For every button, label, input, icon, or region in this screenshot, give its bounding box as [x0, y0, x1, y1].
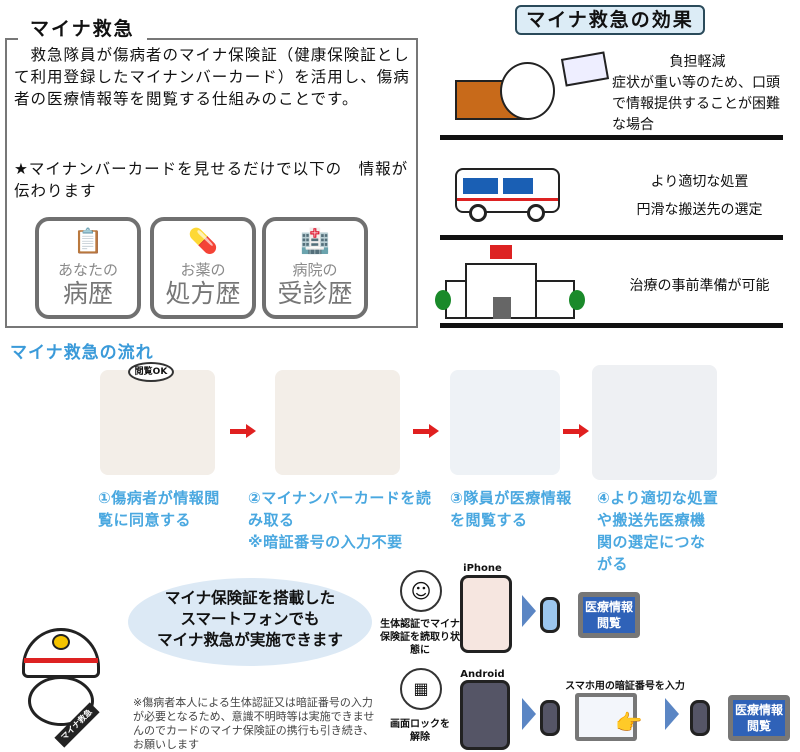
pin-entry-tablet: 👉 [575, 693, 642, 741]
mascot-illustration: マイナ救急 [12, 628, 112, 752]
step4-illustration [592, 365, 717, 480]
message-line: スマートフォンでも [180, 610, 320, 628]
consent-bubble: 閲覧OK [128, 362, 174, 382]
divider [440, 235, 783, 240]
arrow-icon [563, 424, 591, 438]
iphone-label: iPhone [463, 563, 502, 574]
effect-text-1: 症状が重い等のため、口頭で情報提供することが困難な場合 [612, 75, 780, 133]
effect-text-2: 円滑な搬送先の選定 [636, 202, 763, 218]
arrow-icon [230, 424, 258, 438]
step2-illustration [275, 370, 400, 475]
medical-info-screen: 医療情報閲覧 [728, 695, 790, 741]
smartphone-note: ※傷病者本人による生体認証又は暗証番号の入力が必要となるため、意識不明時等は実施… [133, 696, 375, 751]
card-medical-history: 📋 あなたの 病歴 [35, 217, 141, 319]
phone-on-reader [690, 700, 710, 736]
effects-title: マイナ救急の効果 [515, 5, 705, 35]
card-small-label: 病院の [292, 261, 338, 279]
card-large-label: 処方歴 [165, 279, 241, 308]
step3-illustration [450, 370, 560, 475]
step-1-caption: ①傷病者が情報閲覧に同意する [98, 489, 220, 529]
divider [440, 135, 783, 140]
message-line: マイナ保険証を搭載した [164, 589, 336, 607]
android-label: Android [460, 669, 505, 680]
patient-illustration [455, 50, 610, 130]
clipboard-icon: 📋 [73, 227, 103, 255]
card-prescription-history: 💊 お薬の 処方歴 [150, 217, 256, 319]
ambulance-illustration [455, 160, 565, 225]
card-large-label: 病歴 [62, 279, 113, 308]
effect-heading-1: 負担軽減 [669, 54, 726, 70]
face-id-icon: ☺ [400, 570, 442, 612]
card-small-label: お薬の [180, 261, 226, 279]
step-2-text: ②マイナンバーカードを読み取る [248, 489, 432, 529]
about-box [5, 38, 418, 328]
chevron-right-icon [522, 595, 536, 627]
android-image [460, 680, 510, 750]
about-description: 救急隊員が傷病者のマイナ保険証（健康保険証として利用登録したマイナンバーカード）… [14, 46, 410, 108]
flow-title: マイナ救急の流れ [10, 343, 154, 363]
about-note: ★マイナンバーカードを見せるだけで以下の 情報が伝わります [14, 160, 409, 200]
hospital-illustration [435, 245, 585, 320]
step1-illustration: 閲覧OK [100, 362, 215, 475]
iphone-image [460, 575, 512, 653]
step-4-caption: ④より適切な処置や搬送先医療機関の選定につながる [597, 489, 719, 573]
step-2-caption: ②マイナンバーカードを読み取る ※暗証番号の入力不要 [248, 487, 443, 553]
medical-info-screen: 医療情報閲覧 [578, 592, 640, 638]
arrow-icon [413, 424, 441, 438]
about-title: マイナ救急 [18, 14, 147, 41]
effect-heading-2: より適切な処置 [650, 174, 749, 190]
hospital-icon: 🏥 [300, 227, 330, 255]
pointing-hand-icon: 👉 [615, 711, 643, 736]
android-caption: 画面ロックを解除 [390, 719, 450, 743]
smartphone-message: マイナ保険証を搭載した スマートフォンでも マイナ救急が実施できます [128, 588, 372, 651]
message-line: マイナ救急が実施できます [157, 631, 343, 649]
card-small-label: あなたの [57, 261, 118, 279]
card-visit-history: 🏥 病院の 受診歴 [262, 217, 368, 319]
lock-screen-icon: ▦ [400, 668, 442, 710]
card-large-label: 受診歴 [277, 279, 353, 308]
iphone-caption: 生体認証でマイナ保険証を読取り状態に [380, 619, 460, 656]
chevron-right-icon [665, 698, 679, 730]
pills-icon: 💊 [188, 227, 218, 255]
phone-on-reader [540, 597, 560, 633]
step-2-note: ※暗証番号の入力不要 [248, 533, 403, 551]
phone-on-reader [540, 700, 560, 736]
step-3-caption: ③隊員が医療情報を閲覧する [450, 489, 572, 529]
divider [440, 323, 783, 328]
chevron-right-icon [522, 698, 536, 730]
speech-ellipse [128, 578, 372, 666]
pin-entry-label: スマホ用の暗証番号を入力 [565, 681, 685, 692]
effect-text-3: 治療の事前準備が可能 [629, 278, 770, 294]
